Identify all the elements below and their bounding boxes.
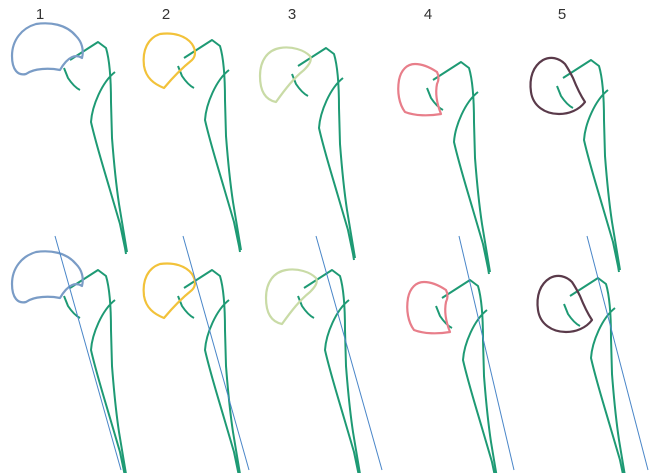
humeral-head-outline [12, 23, 83, 74]
humerus-top-3 [260, 47, 355, 260]
humerus-bottom-2 [144, 263, 241, 473]
humerus-shaft-outline [292, 48, 355, 260]
humeral-head-outline [398, 64, 441, 115]
shaft-axis-line [459, 236, 514, 470]
humerus-shaft-outline [178, 270, 241, 473]
humerus-shaft-outline [64, 42, 127, 254]
humeral-head-outline [407, 282, 450, 333]
humeral-head-outline [144, 263, 195, 318]
humerus-bottom-4 [407, 280, 499, 473]
humerus-bottom-5 [538, 276, 628, 473]
humerus-shaft-outline [178, 40, 241, 252]
humerus-shaft-outline [298, 270, 361, 473]
shaft-axis-line [183, 236, 249, 470]
humerus-top-4 [398, 62, 490, 274]
humerus-top-5 [531, 58, 621, 272]
humerus-bottom-3 [266, 269, 361, 473]
humerus-shaft-outline [564, 278, 627, 473]
humeral-head-outline [12, 251, 83, 302]
humeral-head-outline [144, 33, 195, 88]
humerus-top-1 [12, 23, 127, 254]
humerus-bottom-1 [12, 251, 127, 473]
humerus-top-2 [144, 33, 241, 252]
